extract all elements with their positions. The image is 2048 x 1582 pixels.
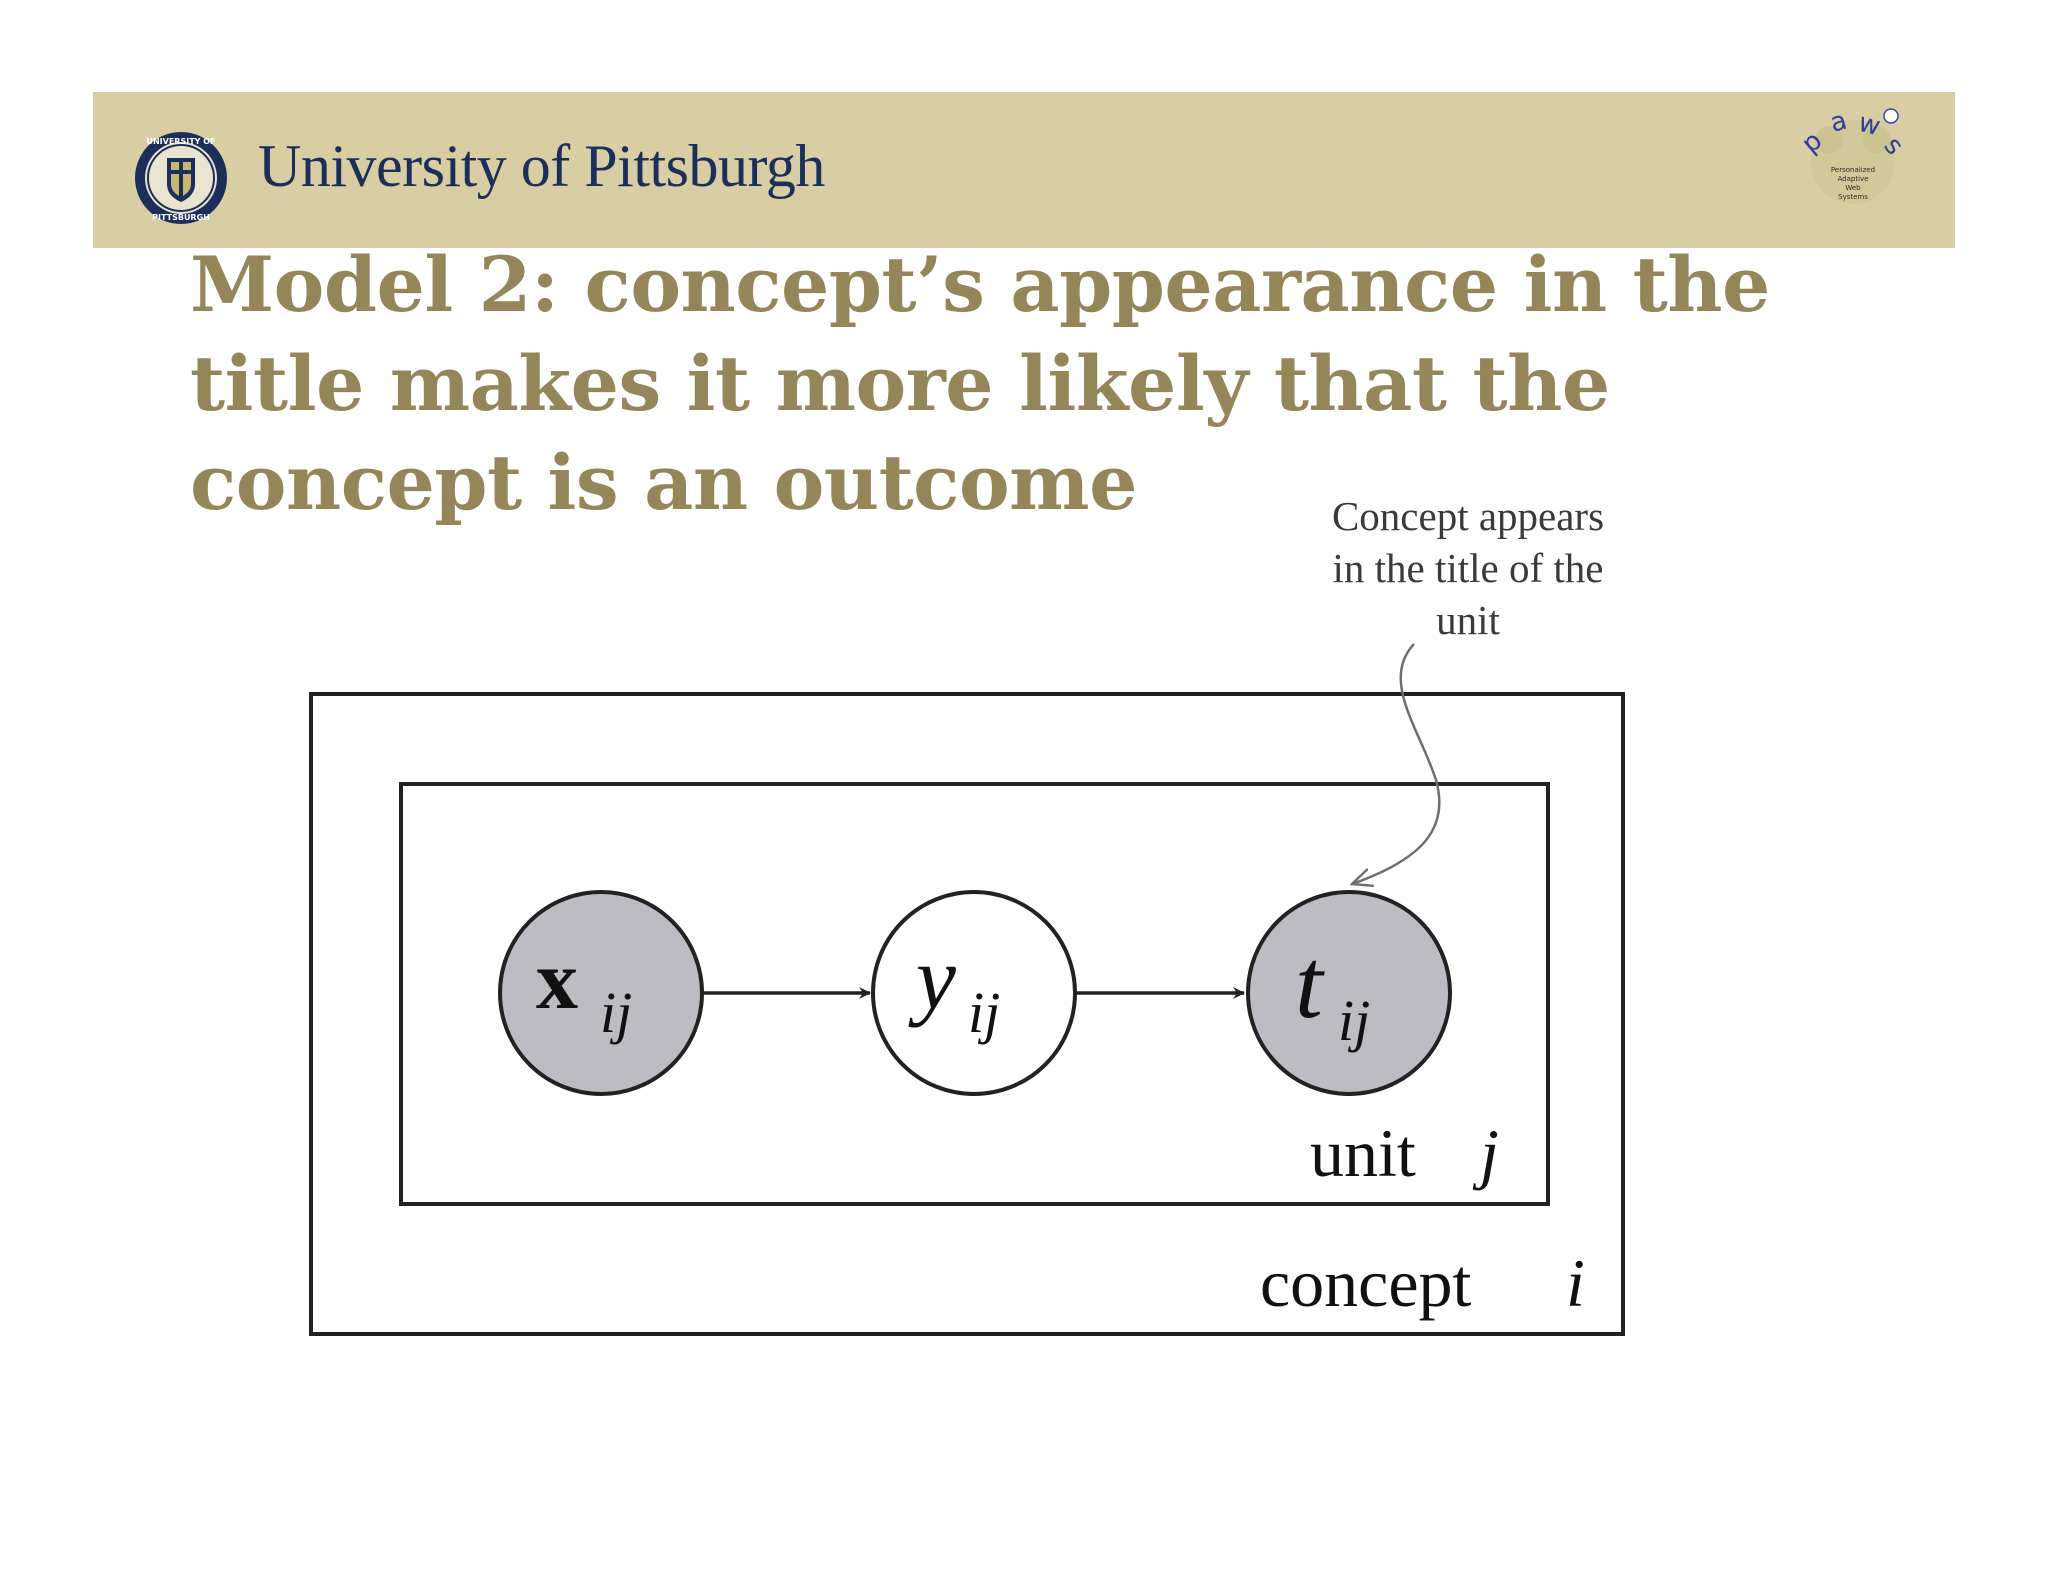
outer-plate-index: i xyxy=(1566,1245,1585,1321)
inner-plate xyxy=(399,782,1550,1206)
node-t xyxy=(1246,890,1452,1096)
node-t-subscript: ij xyxy=(1338,988,1370,1053)
node-x xyxy=(498,890,704,1096)
node-x-subscript: ij xyxy=(600,980,632,1045)
inner-plate-label: unit xyxy=(1310,1115,1416,1191)
callout-line: in the title of the xyxy=(1332,545,1604,591)
paws-logo-icon: p a w s Personalized Adaptive Web System… xyxy=(1796,106,1909,204)
title-line: Model 2: concept’s appearance in the xyxy=(190,240,1770,329)
university-seal-icon: UNIVERSITY OF PITTSBURGH xyxy=(135,132,227,224)
title-line: concept is an outcome xyxy=(190,438,1137,527)
inner-plate-index: j xyxy=(1472,1115,1499,1191)
title-line: title makes it more likely that the xyxy=(190,339,1610,428)
paws-tagline-3: Web xyxy=(1845,184,1861,192)
paws-letter-a: a xyxy=(1827,106,1850,139)
svg-text:UNIVERSITY OF: UNIVERSITY OF xyxy=(146,137,215,146)
callout-line: unit xyxy=(1436,597,1500,643)
paws-tagline-2: Adaptive xyxy=(1838,175,1869,183)
node-y-label: y xyxy=(908,929,956,1028)
callout-text: Concept appears in the title of the unit xyxy=(1288,490,1648,646)
callout-arrow xyxy=(1352,643,1441,884)
outer-plate xyxy=(309,692,1625,1336)
paws-tagline-4: Systems xyxy=(1838,193,1868,201)
callout-line: Concept appears xyxy=(1331,493,1605,539)
node-x-label: x xyxy=(536,934,578,1027)
node-y xyxy=(871,890,1077,1096)
university-name: University of Pittsburgh xyxy=(258,133,825,199)
node-y-subscript: ij xyxy=(968,980,1000,1045)
outer-plate-label: concept xyxy=(1260,1245,1472,1321)
svg-text:PITTSBURGH: PITTSBURGH xyxy=(152,213,210,222)
node-t-label: t xyxy=(1295,928,1325,1039)
header-band: UNIVERSITY OF PITTSBURGH University of P… xyxy=(93,92,1955,248)
paws-tagline-1: Personalized xyxy=(1831,166,1875,174)
slide-title: Model 2: concept’s appearance in the tit… xyxy=(190,235,1950,532)
